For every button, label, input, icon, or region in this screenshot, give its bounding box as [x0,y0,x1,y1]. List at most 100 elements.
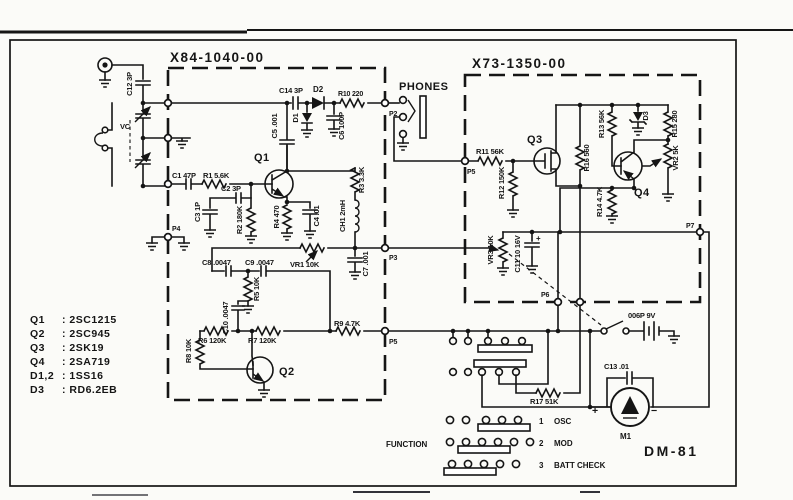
q1-transistor-icon [264,169,294,199]
label-r11: R11 56K [476,147,505,156]
pos1-label: OSC [554,417,572,426]
label-r7: R7 120K [248,336,277,345]
jack-plug-icon [419,95,427,139]
phones-jack [388,95,462,162]
label-c10: C10 .0047 [221,302,230,335]
tank-circuit [94,57,191,189]
label-d3: D3 [641,111,650,120]
label-c14: C14 3P [279,86,303,95]
model-label: DM-81 [644,443,699,459]
r8-resistor [194,330,254,370]
coil-socket-pin-top [101,126,109,134]
label-p7: P7 [686,223,694,230]
pos2-num: 2 [539,439,544,448]
ch1-choke-icon [354,199,360,233]
function-pos3-bar [443,467,497,476]
label-r1: R1 5.6K [203,171,230,180]
label-r12: R12 150K [497,166,506,199]
pos1-num: 1 [539,417,544,426]
function-pos1-bar [477,423,531,432]
label-p6: P6 [541,292,549,299]
r15-resistor [662,104,674,145]
r12-resistor [507,160,519,211]
label-q3: Q3 [527,134,543,146]
variable-cap-arrow-1 [134,106,151,123]
parts-ref-q3: Q3 [30,342,45,354]
label-p5-osc: P5 [389,339,397,346]
variable-cap-arrow-2 [134,152,151,169]
label-vc: VC [120,122,131,131]
amp-board-title: X73-1350-00 [472,56,567,71]
parts-ref-q4: Q4 [30,356,45,368]
pos3-label: BATT CHECK [554,461,606,470]
label-q4: Q4 [634,187,650,199]
p4-ground-wires [151,236,185,244]
label-c8: C8 .0047 [202,258,231,267]
label-r13: R13 56K [597,109,606,138]
pos2-label: MOD [554,439,573,448]
label-r3: R3 3.3K [357,166,366,193]
coil-socket-pin-bottom [101,144,109,152]
label-r17: R17 51K [530,397,559,406]
label-p5-amp: P5 [467,169,475,176]
amplifier-circuit [460,102,701,332]
label-r6: R6 120K [198,336,227,345]
power-switch-icon [600,327,608,335]
r5-resistor [242,270,254,307]
r9-resistor [334,325,382,337]
antenna-jack-center [102,62,108,68]
r16-resistor [574,104,586,299]
label-m1: M1 [620,432,632,441]
page-frame [0,29,793,496]
label-c9: C9 .0047 [245,258,274,267]
parts-ref-d12: D1,2 [30,370,54,382]
label-r15: R15 280 [670,110,679,137]
label-q1: Q1 [254,152,270,164]
label-meter-minus: − [651,405,658,417]
label-r9: R9 4.7K [334,319,361,328]
label-r5: R5 10K [252,276,261,301]
label-r14: R14 4.7K [595,186,604,217]
function-label: FUNCTION [386,440,428,449]
d3-zener-icon [633,112,643,121]
parts-ref-q2: Q2 [30,328,45,340]
label-battery: 006P 9V [628,311,655,320]
label-r2: R2 180K [235,205,244,234]
label-ch1: CH1 2mH [338,200,347,232]
label-d1: D1 [291,113,300,122]
label-meter-plus: + [592,405,599,417]
r7-resistor [254,325,337,337]
label-c12: C12 3P [125,72,134,96]
jack-contact-icon [407,99,416,123]
switch-battery-meter [388,231,710,427]
label-d2: D2 [313,85,324,94]
label-r10: R10 220 [338,91,363,98]
parts-ref-q1: Q1 [30,314,45,326]
r10-resistor [338,97,382,109]
parts-val-q2: : 2SC945 [62,328,110,340]
r4-resistor [281,203,293,234]
osc-board-title: X84-1040-00 [170,50,265,65]
label-p2: P2 [389,111,397,118]
function-switch-table [443,415,535,476]
r2-resistor [245,197,257,237]
label-r4: R4 470 [272,205,281,228]
label-q2: Q2 [279,366,295,378]
label-r16: R16 560 [582,144,591,171]
switch-wafer-a [477,344,533,353]
pos3-num: 3 [539,461,544,470]
r13-resistor [606,104,622,167]
oscillator-circuit [171,96,382,398]
label-c11-plus: + [536,234,541,243]
c11-capacitor [524,231,540,267]
label-c5: C5 .001 [270,114,279,139]
label-vr1: VR1 10K [290,260,320,269]
label-c11: C11 10 16V [513,235,522,272]
oscillator-board-outline [166,66,387,402]
label-p3: P3 [389,255,397,262]
meter-needle-icon [621,396,639,414]
label-p4: P4 [172,226,180,233]
switch-gang-link [508,253,602,326]
